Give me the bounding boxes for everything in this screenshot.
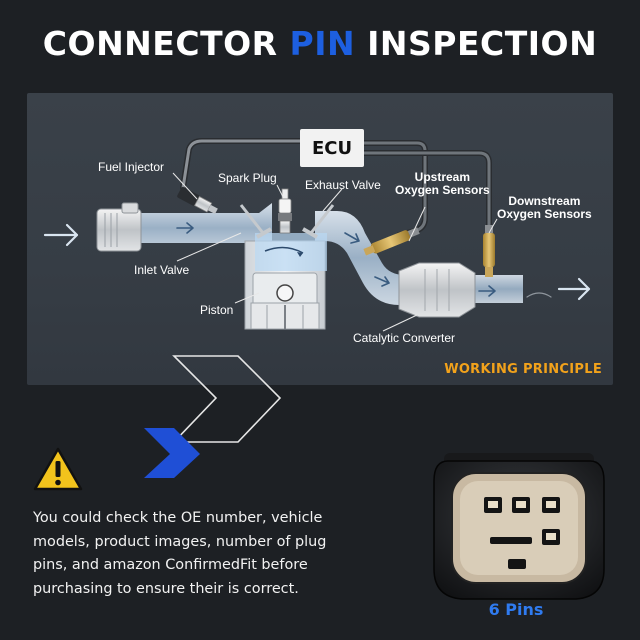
- label-fuel-injector: Fuel Injector: [98, 160, 165, 174]
- fuel-injector: [177, 187, 218, 214]
- label-upstream-line-1: Upstream: [414, 170, 471, 184]
- valves: [239, 204, 335, 239]
- exhaust-pipe: [315, 211, 523, 305]
- chevron-solid-icon: [144, 428, 200, 478]
- ecu-box: ECU: [300, 129, 364, 167]
- label-exhaust-valve: Exhaust Valve: [305, 178, 381, 192]
- purchase-notice-text: You could check the OE number, vehicle m…: [33, 510, 327, 597]
- page-title: CONNECTOR PIN INSPECTION: [0, 24, 640, 63]
- ecu-wires: [180, 138, 492, 238]
- title-accent: PIN: [289, 24, 356, 63]
- chevron-outline-icon: [172, 355, 282, 443]
- working-principle-panel: ECU Fuel Injector Spark Plug Exhaust Val…: [27, 93, 613, 385]
- flow-arrows: [43, 222, 591, 301]
- upstream-oxygen-sensor: [363, 227, 420, 256]
- label-upstream-oxygen-sensors: Upstream Oxygen Sensors: [395, 171, 490, 197]
- engine-diagram: [43, 138, 591, 332]
- catalytic-converter-body: [398, 262, 476, 318]
- label-spark-plug: Spark Plug: [218, 171, 277, 185]
- downstream-oxygen-sensor: [483, 225, 495, 277]
- label-piston: Piston: [200, 303, 234, 317]
- label-catalytic-converter: Catalytic Converter: [353, 331, 456, 345]
- label-downstream-oxygen-sensors: Downstream Oxygen Sensors: [497, 195, 592, 221]
- label-downstream-line-2: Oxygen Sensors: [497, 207, 592, 221]
- working-principle-caption: WORKING PRINCIPLE: [444, 362, 602, 377]
- title-part-1: CONNECTOR: [42, 24, 290, 63]
- spark-plug: [278, 188, 292, 234]
- label-leader-lines: [172, 172, 498, 332]
- connector-pin: [508, 559, 526, 569]
- label-upstream-line-2: Oxygen Sensors: [395, 183, 490, 197]
- engine-cylinder: [244, 233, 327, 330]
- connector-plug-illustration: [433, 453, 605, 600]
- chevron-decoration: [144, 355, 282, 478]
- pin-count-label: 6 Pins: [488, 600, 544, 619]
- label-inlet-valve: Inlet Valve: [134, 263, 190, 277]
- title-part-2: INSPECTION: [355, 24, 598, 63]
- label-downstream-line-1: Downstream: [508, 194, 581, 208]
- connector-pin: [490, 537, 532, 544]
- air-intake-housing: [96, 202, 142, 252]
- warning-triangle-icon: [33, 447, 83, 491]
